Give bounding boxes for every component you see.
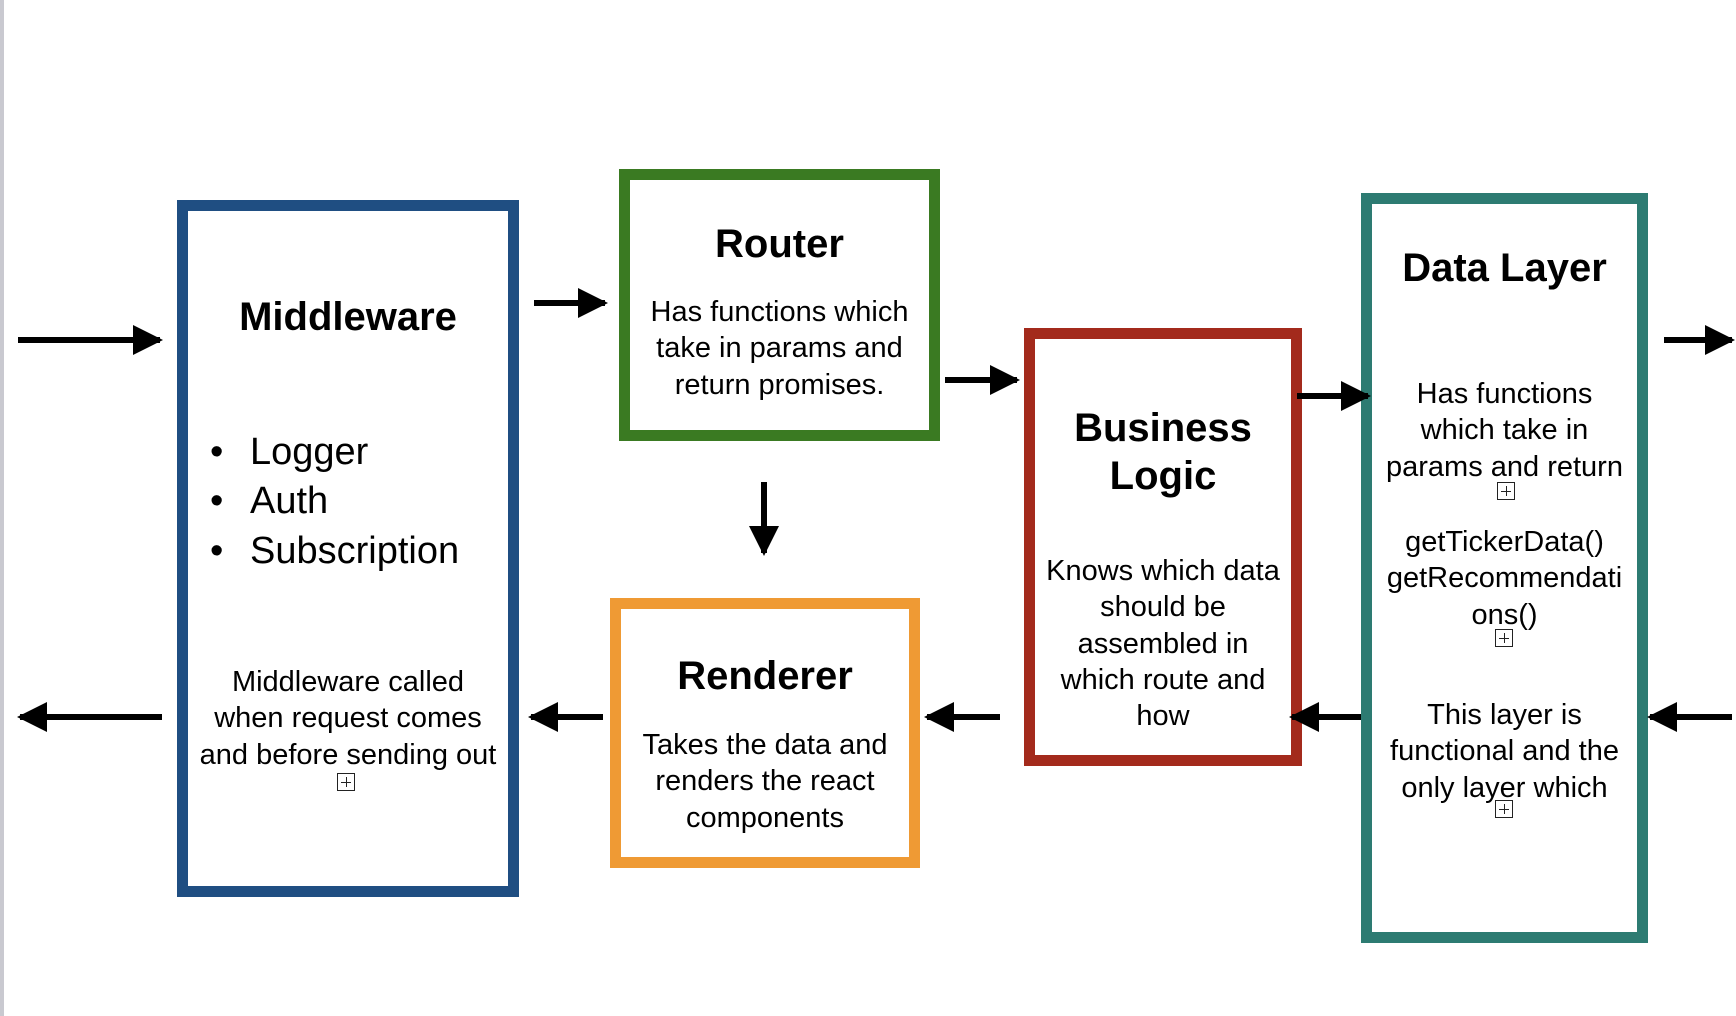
data-layer-text-functions: Has functions which take in params and r… [1386,378,1623,483]
router-title: Router [715,222,844,266]
data-layer-title: Data Layer [1402,246,1607,290]
business-logic-box[interactable]: Business Logic Knows which data should b… [1024,328,1302,766]
data-layer-text-functional: This layer is functional and the only la… [1390,699,1619,804]
middleware-note: Middleware called when request comes and… [199,666,497,771]
expand-icon[interactable] [337,773,355,791]
business-logic-text: Knows which data should be assembled in … [1046,555,1280,732]
middleware-list: LoggerAuthSubscription [210,428,459,577]
data-layer-box[interactable]: Data Layer Has functions which take in p… [1361,193,1648,943]
business-logic-title: Business Logic [1074,406,1252,498]
expand-icon[interactable] [1497,482,1515,500]
renderer-title: Renderer [677,654,853,698]
expand-icon[interactable] [1495,629,1513,647]
middleware-title: Middleware [239,295,457,339]
router-text: Has functions which take in params and r… [650,296,909,401]
middleware-box[interactable]: Middleware LoggerAuthSubscription Middle… [177,200,519,897]
middleware-list-item: Logger [210,428,459,478]
renderer-text: Takes the data and renders the react com… [642,729,888,834]
renderer-box[interactable]: Renderer Takes the data and renders the … [610,598,920,868]
data-layer-text-methods: getTickerData() getRecommendati ons() [1386,526,1623,631]
middleware-list-item: Subscription [210,527,459,577]
router-box[interactable]: Router Has functions which take in param… [619,169,940,441]
expand-icon[interactable] [1495,800,1513,818]
middleware-list-item: Auth [210,477,459,527]
page-edge [0,0,4,1016]
